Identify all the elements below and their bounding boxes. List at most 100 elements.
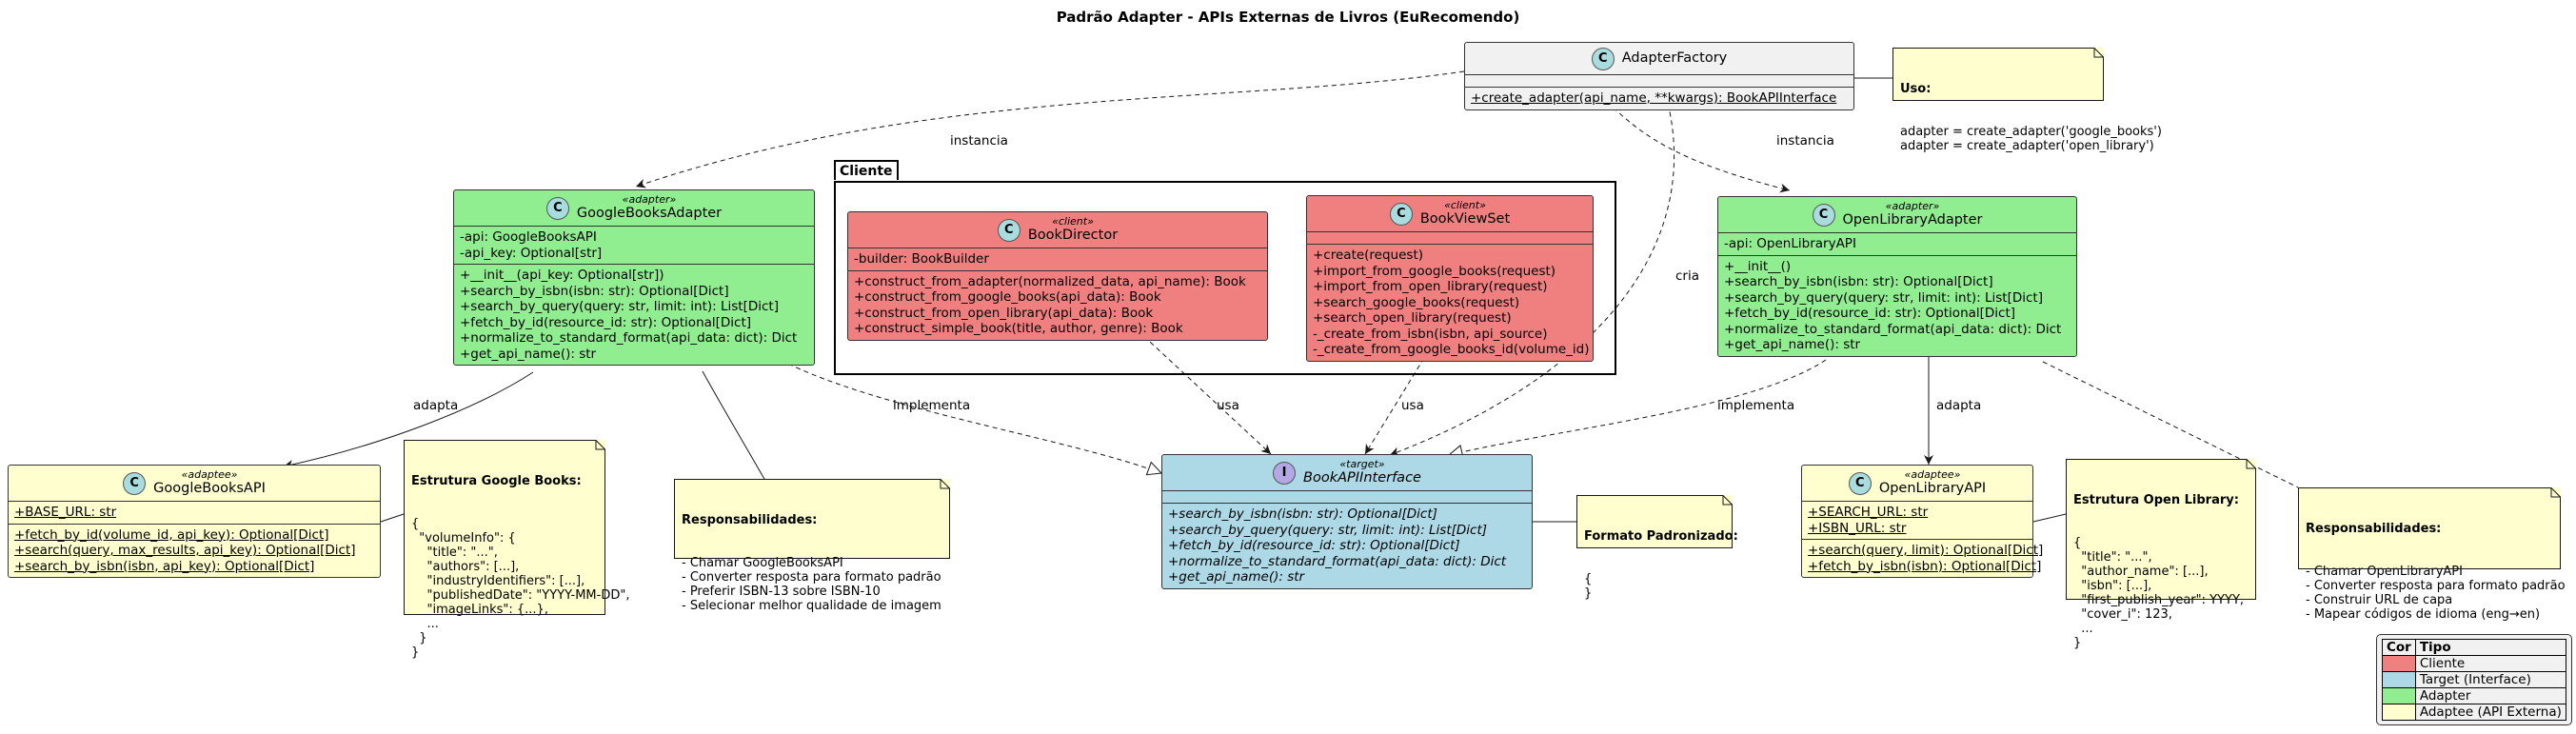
method: +search(query, max_results, api_key): Op… xyxy=(14,543,356,558)
package-name: Cliente xyxy=(840,164,893,179)
legend-label: Target (Interface) xyxy=(2414,671,2566,688)
class-c-icon: C xyxy=(997,218,1020,242)
edge-adapta-left xyxy=(283,371,534,469)
note-open-library-structure: Estrutura Open Library: { "title": "..."… xyxy=(2066,459,2256,650)
fields-section: -api: GoogleBooksAPI -api_key: Optional[… xyxy=(454,227,814,265)
field: -api_key: Optional[str] xyxy=(460,245,603,261)
edge-label-usa-viewset: usa xyxy=(1401,398,1424,413)
edge-implementa-right xyxy=(1449,359,1827,455)
field: -api: OpenLibraryAPI xyxy=(1724,236,1856,251)
legend-swatch xyxy=(2382,704,2416,721)
method: +import_from_open_library(request) xyxy=(1313,279,1548,294)
legend: Cor Tipo Cliente Target (Interface) Adap… xyxy=(2376,634,2572,725)
interface-book-api[interactable]: I «target» BookAPIInterface +search_by_i… xyxy=(1161,454,1533,589)
methods-section: +search_by_isbn(isbn: str): Optional[Dic… xyxy=(1162,504,1532,588)
class-name: BookAPIInterface xyxy=(1303,470,1421,486)
class-name: OpenLibraryAdapter xyxy=(1842,212,1983,228)
method: +fetch_by_id(resource_id: str): Optional… xyxy=(1168,538,1460,553)
fields-section xyxy=(1307,232,1593,245)
class-stereotype: «client» xyxy=(1052,215,1094,228)
edge-note-google-resp xyxy=(702,370,770,488)
method: +search_by_isbn(isbn: str): Optional[Dic… xyxy=(1724,274,1993,289)
class-google-books-api[interactable]: C «adaptee» GoogleBooksAPI +BASE_URL: st… xyxy=(8,465,381,578)
methods-section: +construct_from_adapter(normalized_data,… xyxy=(848,271,1267,340)
note-body: { "volumeInfo": { "title": "...", "autho… xyxy=(411,517,630,660)
fields-section xyxy=(1162,491,1532,504)
edge-label-adapta-left: adapta xyxy=(413,398,459,413)
method: +search_by_query(query: str, limit: int)… xyxy=(1168,522,1488,538)
field: +SEARCH_URL: str xyxy=(1808,505,1929,520)
class-google-books-adapter[interactable]: C «adapter» GoogleBooksAdapter -api: Goo… xyxy=(453,189,815,366)
fields-section: +BASE_URL: str xyxy=(9,502,380,525)
method: +search_by_query(query: str, limit: int)… xyxy=(1724,289,2043,306)
methods-section: +create(request) +import_from_google_boo… xyxy=(1307,245,1593,361)
note-uso: Uso: adapter = create_adapter('google_bo… xyxy=(1892,48,2162,153)
class-name: BookDirector xyxy=(1027,228,1119,243)
class-adapter-factory[interactable]: C AdapterFactory +create_adapter(api_nam… xyxy=(1464,42,1854,110)
edge-note-ol-struct xyxy=(2032,513,2067,523)
method: +construct_simple_book(title, author, ge… xyxy=(854,321,1183,336)
method: +get_api_name(): str xyxy=(460,346,597,362)
note-formato-padronizado: Formato Padronizado: { } xyxy=(1576,495,1738,601)
edge-note-ol-resp xyxy=(2042,361,2299,488)
edge-label-implementa-left: implementa xyxy=(893,398,971,413)
note-frame xyxy=(2298,487,2561,569)
class-header: C «adapter» GoogleBooksAdapter xyxy=(454,190,814,227)
method: +construct_from_adapter(normalized_data,… xyxy=(854,273,1246,289)
field: -api: GoogleBooksAPI xyxy=(460,229,597,245)
note-title: Estrutura Google Books: xyxy=(411,474,582,488)
legend-header-color: Cor xyxy=(2382,639,2416,656)
method: +search(query, limit): Optional[Dict] xyxy=(1808,543,2044,558)
fields-section xyxy=(1465,75,1853,88)
note-frame xyxy=(1892,48,2104,101)
class-name: GoogleBooksAdapter xyxy=(576,206,723,221)
legend-swatch xyxy=(2382,687,2416,704)
method: +get_api_name(): str xyxy=(1724,337,1861,352)
class-book-director[interactable]: C «client» BookDirector -builder: BookBu… xyxy=(847,211,1268,341)
class-header: C «client» BookViewSet xyxy=(1307,196,1593,232)
edge-label-adapta-right: adapta xyxy=(1936,398,1982,413)
note-title: Formato Padronizado: xyxy=(1584,529,1738,544)
methods-section: +fetch_by_id(volume_id, api_key): Option… xyxy=(9,525,380,578)
note-frame xyxy=(674,479,950,559)
edge-usa-director xyxy=(1137,329,1272,455)
fields-section: -api: OpenLibraryAPI xyxy=(1718,233,2076,256)
class-name: BookViewSet xyxy=(1419,211,1511,227)
class-header: C «adaptee» GoogleBooksAPI xyxy=(9,466,380,502)
method: +normalize_to_standard_format(api_data: … xyxy=(1724,321,2062,337)
method: +create_adapter(api_name, **kwargs): Boo… xyxy=(1471,90,1837,106)
legend-header-type: Tipo xyxy=(2414,639,2566,656)
note-google-responsibilities: Responsabilidades: - Chamar GoogleBooksA… xyxy=(674,479,950,613)
class-stereotype: «adapter» xyxy=(1885,200,1940,212)
method: +import_from_google_books(request) xyxy=(1313,263,1556,279)
diagram-title: Padrão Adapter - APIs Externas de Livros… xyxy=(1056,9,1520,26)
methods-section: +__init__(api_key: Optional[str]) +searc… xyxy=(454,265,814,365)
note-open-library-responsibilities: Responsabilidades: - Chamar OpenLibraryA… xyxy=(2298,487,2566,622)
edge-implementa-left xyxy=(780,359,1161,473)
method: +fetch_by_isbn(isbn): Optional[Dict] xyxy=(1808,558,2042,574)
class-stereotype: «adaptee» xyxy=(181,468,238,481)
note-frame xyxy=(1576,495,1733,548)
note-frame xyxy=(404,440,605,615)
class-header: C «adaptee» OpenLibraryAPI xyxy=(1802,466,2032,502)
class-open-library-api[interactable]: C «adaptee» OpenLibraryAPI +SEARCH_URL: … xyxy=(1801,465,2044,578)
class-open-library-adapter[interactable]: C «adapter» OpenLibraryAdapter -api: Ope… xyxy=(1717,196,2077,357)
edge-label-implementa-right: implementa xyxy=(1717,398,1795,413)
class-name: GoogleBooksAPI xyxy=(153,481,266,496)
method: +get_api_name(): str xyxy=(1168,569,1305,585)
class-stereotype: «adaptee» xyxy=(1904,468,1961,481)
method: +search_by_query(query: str, limit: int)… xyxy=(460,299,779,314)
class-header: I «target» BookAPIInterface xyxy=(1162,455,1532,491)
note-title: Estrutura Open Library: xyxy=(2073,493,2239,507)
method: +normalize_to_standard_format(api_data: … xyxy=(1168,553,1507,569)
note-frame xyxy=(2066,459,2256,600)
edge-label-instancia-left: instancia xyxy=(950,133,1008,149)
method: +search_by_isbn(isbn, api_key): Optional… xyxy=(14,558,315,574)
field: +ISBN_URL: str xyxy=(1808,520,1907,536)
method: +fetch_by_id(resource_id: str): Optional… xyxy=(460,314,752,330)
note-body: - Chamar GoogleBooksAPI - Converter resp… xyxy=(682,556,941,613)
class-c-icon: C xyxy=(1389,202,1413,226)
edge-label-instancia-right: instancia xyxy=(1776,133,1834,149)
class-book-viewset[interactable]: C «client» BookViewSet +create(request) … xyxy=(1306,195,1594,362)
legend-table: Cor Tipo Cliente Target (Interface) Adap… xyxy=(2382,639,2566,721)
